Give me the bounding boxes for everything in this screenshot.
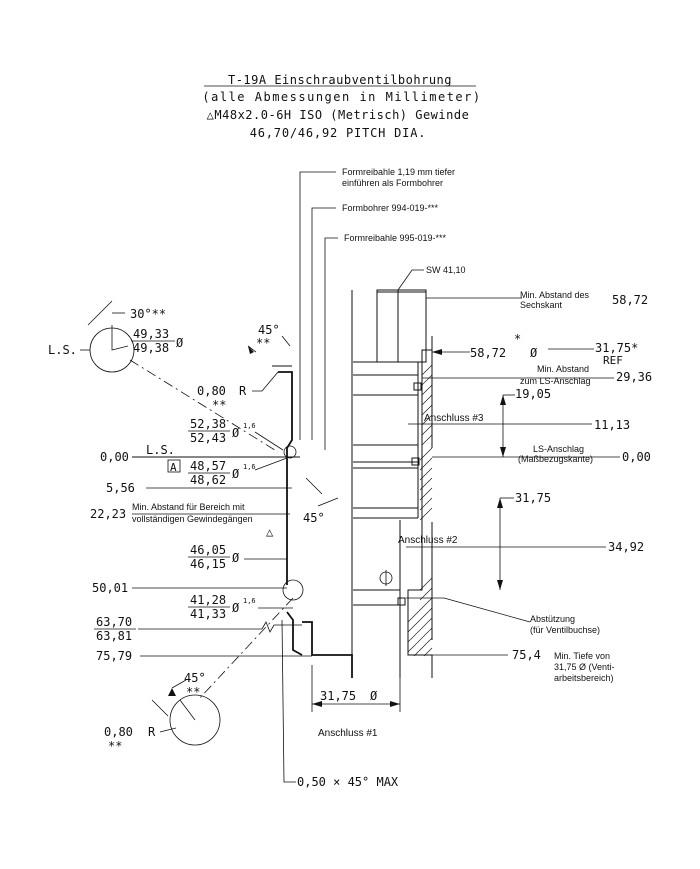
note-ls-anschlag-2: (Maßbezugskante)	[518, 454, 593, 464]
dim-46-05: 46,05	[190, 543, 226, 557]
dim-0-80-stars: **	[212, 398, 226, 412]
dim-75-79: 75,79	[96, 649, 132, 663]
dim-58-72-right: 58,72	[612, 293, 648, 307]
dim-ref: REF	[603, 354, 623, 367]
dim-49-33: 49,33	[133, 327, 169, 341]
dim-63-81: 63,81	[96, 629, 132, 643]
note-formbohrer: Formbohrer 994-019-***	[342, 203, 439, 213]
thread-symbol: △	[266, 525, 274, 539]
dim-34-92: 34,92	[608, 540, 644, 554]
label-ls-datum: L.S.	[146, 443, 175, 457]
note-abstuetzung: Abstützung	[530, 614, 575, 624]
note-min-abstand-ls-2: zum LS-Anschlag	[520, 376, 591, 386]
dim-31-75-bottom-dia: Ø	[370, 689, 378, 703]
title: T-19A Einschraubventilbohrung	[228, 73, 452, 87]
left-dimensions: 30°** L.S. 49,33 49,38 Ø 0,80 R ** 45° *…	[48, 300, 339, 753]
dim-30-deg: 30°**	[130, 307, 166, 321]
dim-48-dia: Ø	[232, 467, 240, 481]
dim-11-13: 11,13	[594, 418, 630, 432]
dim-0-80-top: 0,80	[197, 384, 226, 398]
dim-31-75-bottom: 31,75	[320, 689, 356, 703]
dim-31-75-right: 31,75	[515, 491, 551, 505]
note-abstuetzung-2: (für Ventilbuchse)	[530, 625, 600, 635]
label-sw: SW 41,10	[426, 265, 466, 275]
dim-58-72-dia: 58,72	[470, 346, 506, 360]
datum-a: A	[170, 461, 177, 474]
note-min-tiefe-2: 31,75 Ø (Venti-	[554, 662, 615, 672]
dim-48-62: 48,62	[190, 473, 226, 487]
note-min-tiefe-3: arbeitsbereich)	[554, 673, 614, 683]
note-anschluss-1: Anschluss #1	[318, 728, 378, 739]
dim-48-tol: 1,6	[243, 463, 256, 471]
tool-callouts: Formreibahle 1,19 mm tiefer einführen al…	[299, 167, 455, 450]
thread-spec: △M48x2.0-6H ISO (Metrisch) Gewinde	[207, 108, 470, 122]
dim-45-bottom-stars: **	[186, 685, 200, 699]
label-ls-left: L.S.	[48, 343, 77, 357]
dim-50-01: 50,01	[92, 581, 128, 595]
dim-0-80-bottom-stars: **	[108, 739, 122, 753]
dim-19-05: 19,05	[515, 387, 551, 401]
right-dimensions: SW 41,10 Min. Abstand des Sechskant 58,7…	[397, 265, 652, 683]
note-min-abstand-sechskant: Min. Abstand des	[520, 290, 590, 300]
note-min-abstand-ls: Min. Abstand	[537, 364, 589, 374]
dim-45-top: 45°	[258, 323, 280, 337]
pitch-diameter: 46,70/46,92 PITCH DIA.	[250, 126, 427, 140]
note-formreibahle-tiefer: Formreibahle 1,19 mm tiefer	[342, 167, 455, 177]
note-formreibahle-tiefer-2: einführen als Formbohrer	[342, 178, 443, 188]
note-chamfer: 0,50 × 45° MAX	[297, 775, 399, 789]
dim-41-tol: 1,6	[243, 597, 256, 605]
housing-hatch	[407, 336, 433, 678]
note-anschluss-2: Anschluss #2	[398, 535, 458, 546]
dim-52-38: 52,38	[190, 417, 226, 431]
dim-0-00-right: 0,00	[622, 450, 651, 464]
dim-29-36: 29,36	[616, 370, 652, 384]
dim-41-28: 41,28	[190, 593, 226, 607]
dim-49-dia: Ø	[176, 336, 184, 350]
dim-45-mid: 45°	[303, 511, 325, 525]
dim-58-72-dia-sym: Ø	[530, 346, 538, 360]
dim-31-75-star: 31,75*	[595, 341, 638, 355]
dim-58-72-star: *	[514, 332, 521, 346]
dim-r-top: R	[239, 384, 247, 398]
dim-45-bottom: 45°	[184, 671, 206, 685]
dim-75-4: 75,4	[512, 648, 541, 662]
note-anschluss-3: Anschluss #3	[424, 413, 484, 424]
note-min-tiefe: Min. Tiefe von	[554, 651, 610, 661]
dim-46-dia: Ø	[232, 551, 240, 565]
note-ls-anschlag: LS-Anschlag	[533, 444, 584, 454]
dim-48-57: 48,57	[190, 459, 226, 473]
note-min-abstand-bereich: Min. Abstand für Bereich mit	[132, 502, 245, 512]
dim-41-33: 41,33	[190, 607, 226, 621]
dim-52-tol: 1,6	[243, 422, 256, 430]
subtitle: (alle Abmessungen in Millimeter)	[202, 90, 481, 104]
valve-body	[353, 289, 427, 678]
dim-22-23: 22,23	[90, 507, 126, 521]
dim-63-70: 63,70	[96, 615, 132, 629]
note-formreibahle: Formreibahle 995-019-***	[344, 233, 447, 243]
note-min-abstand-sechskant-2: Sechskant	[520, 300, 563, 310]
title-block: T-19A Einschraubventilbohrung (alle Abme…	[202, 73, 481, 140]
cavity-profile	[132, 290, 353, 678]
dim-45-top-stars: **	[256, 336, 270, 350]
dim-0-80-bottom: 0,80	[104, 725, 133, 739]
note-min-abstand-bereich-2: vollständigen Gewindegängen	[132, 514, 253, 524]
dim-41-dia: Ø	[232, 601, 240, 615]
dim-49-38: 49,38	[133, 341, 169, 355]
dim-r-bottom: R	[148, 725, 156, 739]
dim-46-15: 46,15	[190, 557, 226, 571]
dim-52-dia: Ø	[232, 426, 240, 440]
bottom-dimensions: 31,75 Ø Anschluss #1 0,50 × 45° MAX	[281, 619, 401, 789]
dim-52-43: 52,43	[190, 431, 226, 445]
dim-0-00-left: 0,00	[100, 450, 129, 464]
dim-5-56: 5,56	[106, 481, 135, 495]
